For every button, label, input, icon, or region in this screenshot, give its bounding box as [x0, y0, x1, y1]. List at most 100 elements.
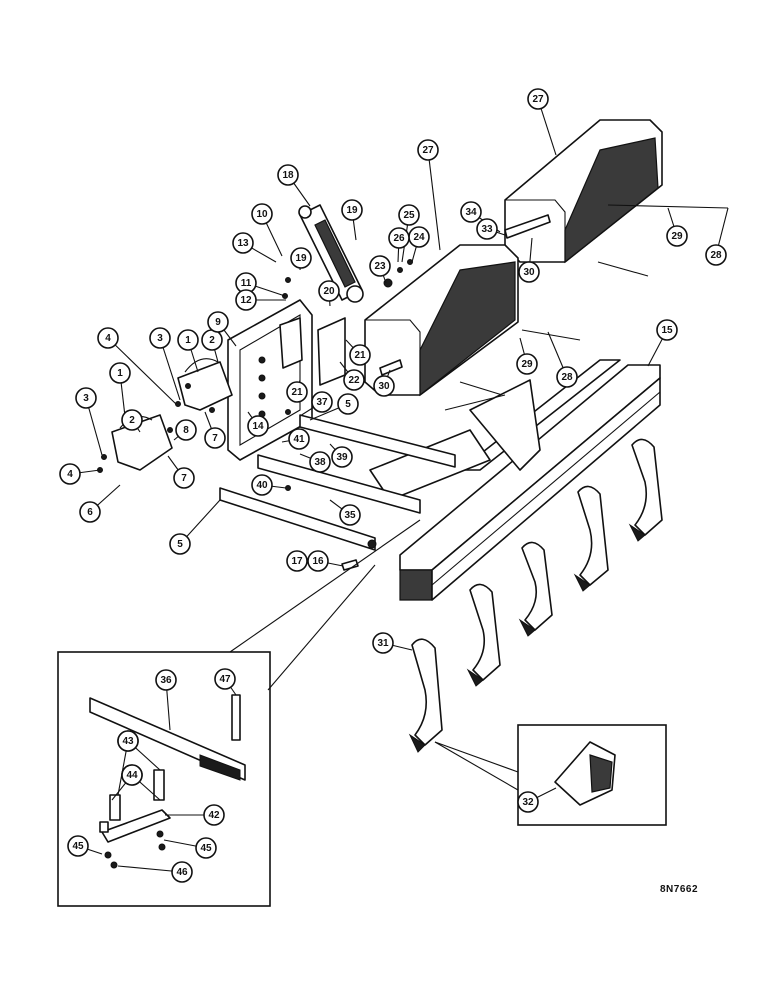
svg-text:27: 27 — [422, 145, 434, 156]
callout-37: 37 — [311, 391, 333, 413]
svg-text:38: 38 — [314, 457, 326, 468]
callout-bubbles: 1122334455677891011121314151617181919202… — [59, 88, 727, 883]
svg-text:21: 21 — [291, 387, 303, 398]
svg-text:30: 30 — [378, 381, 390, 392]
callout-26: 26 — [388, 227, 410, 249]
callout-35: 35 — [339, 504, 361, 526]
svg-text:15: 15 — [661, 325, 673, 336]
svg-text:24: 24 — [413, 232, 425, 243]
callout-17: 17 — [286, 550, 308, 572]
svg-text:7: 7 — [212, 433, 218, 444]
svg-text:42: 42 — [208, 810, 220, 821]
svg-text:21: 21 — [354, 350, 366, 361]
svg-text:45: 45 — [200, 843, 212, 854]
svg-text:4: 4 — [105, 333, 111, 344]
svg-text:34: 34 — [465, 207, 477, 218]
svg-text:3: 3 — [157, 333, 163, 344]
callout-29: 29 — [516, 353, 538, 375]
callout-33: 33 — [476, 218, 498, 240]
callout-29: 29 — [666, 225, 688, 247]
svg-text:30: 30 — [523, 267, 535, 278]
ballast-weight-front — [364, 244, 519, 397]
callout-40: 40 — [251, 474, 273, 496]
callout-5: 5 — [337, 393, 359, 415]
callout-2: 2 — [201, 329, 223, 351]
callout-23: 23 — [369, 255, 391, 277]
callout-leader-27 — [427, 149, 441, 251]
drawing-code: 8N7662 — [660, 884, 699, 895]
callout-24: 24 — [408, 226, 430, 248]
callout-21: 21 — [286, 381, 308, 403]
callout-30: 30 — [518, 261, 540, 283]
callout-42: 42 — [203, 804, 225, 826]
callout-14: 14 — [247, 415, 269, 437]
svg-text:8: 8 — [183, 425, 189, 436]
svg-text:39: 39 — [336, 452, 348, 463]
callout-2: 2 — [121, 409, 143, 431]
svg-text:5: 5 — [345, 399, 351, 410]
callout-34: 34 — [460, 201, 482, 223]
svg-text:9: 9 — [215, 317, 221, 328]
callout-36: 36 — [155, 669, 177, 691]
callout-4: 4 — [97, 327, 119, 349]
svg-text:28: 28 — [561, 372, 573, 383]
svg-text:1: 1 — [117, 368, 123, 379]
callout-19: 19 — [290, 247, 312, 269]
svg-text:47: 47 — [219, 674, 231, 685]
svg-text:19: 19 — [295, 253, 307, 264]
callout-6: 6 — [79, 501, 101, 523]
svg-text:16: 16 — [312, 556, 324, 567]
svg-text:4: 4 — [67, 469, 73, 480]
svg-text:19: 19 — [346, 205, 358, 216]
callout-28: 28 — [556, 366, 578, 388]
callout-4: 4 — [59, 463, 81, 485]
callout-38: 38 — [309, 451, 331, 473]
callout-45: 45 — [195, 837, 217, 859]
callout-8: 8 — [175, 419, 197, 441]
svg-text:11: 11 — [241, 278, 252, 289]
hydraulic-cylinder — [298, 204, 364, 303]
svg-text:2: 2 — [209, 335, 215, 346]
pin — [341, 559, 359, 571]
svg-text:26: 26 — [393, 233, 405, 244]
callout-10: 10 — [251, 203, 273, 225]
svg-text:43: 43 — [122, 736, 134, 747]
svg-text:2: 2 — [129, 415, 135, 426]
callout-12: 12 — [235, 289, 257, 311]
svg-text:25: 25 — [403, 210, 415, 221]
callout-21: 21 — [349, 344, 371, 366]
callout-7: 7 — [204, 427, 226, 449]
weight-shaft — [379, 214, 551, 376]
callout-5: 5 — [169, 533, 191, 555]
callout-41: 41 — [288, 428, 310, 450]
callout-3: 3 — [149, 327, 171, 349]
svg-text:29: 29 — [671, 231, 683, 242]
callout-39: 39 — [331, 446, 353, 468]
svg-text:22: 22 — [348, 375, 360, 386]
callout-13: 13 — [232, 232, 254, 254]
svg-text:37: 37 — [316, 397, 328, 408]
callout-30: 30 — [373, 375, 395, 397]
svg-text:41: 41 — [293, 434, 305, 445]
svg-text:32: 32 — [522, 797, 534, 808]
callout-1: 1 — [109, 362, 131, 384]
mounting-bracket — [227, 299, 346, 461]
callout-47: 47 — [214, 668, 236, 690]
shanks — [408, 438, 663, 753]
svg-text:5: 5 — [177, 539, 183, 550]
svg-text:20: 20 — [323, 286, 335, 297]
callout-20: 20 — [318, 280, 340, 302]
callout-leader-3 — [159, 337, 181, 401]
callout-27: 27 — [527, 88, 549, 110]
callout-46: 46 — [171, 861, 193, 883]
inset-leader — [229, 519, 421, 653]
callout-32: 32 — [517, 791, 539, 813]
callout-16: 16 — [307, 550, 329, 572]
callout-9: 9 — [207, 311, 229, 333]
point-leader — [434, 741, 519, 791]
callout-43: 43 — [117, 730, 139, 752]
callout-31: 31 — [372, 632, 394, 654]
svg-text:12: 12 — [240, 295, 252, 306]
svg-text:31: 31 — [377, 638, 389, 649]
